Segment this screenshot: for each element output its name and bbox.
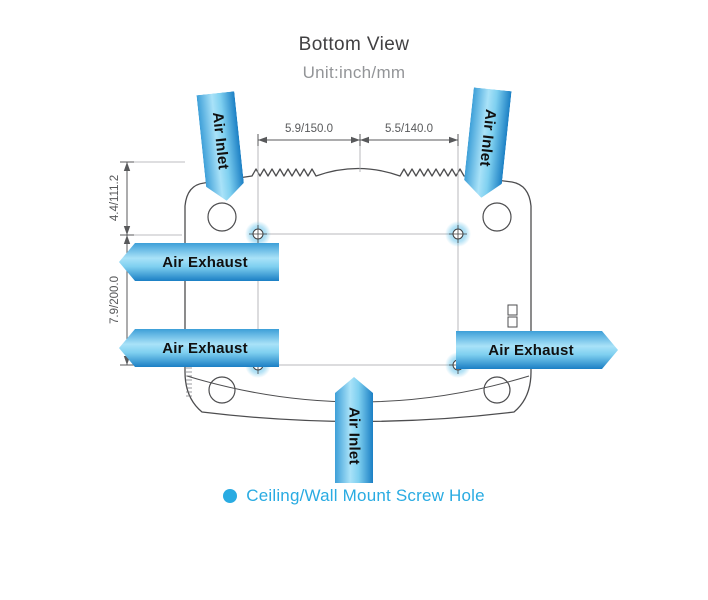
dim-label-horizontal-right: 5.5/140.0 <box>385 123 433 135</box>
screw-hole-dot-icon <box>223 489 238 503</box>
dimension-vertical: 4.4/111.2 7.9/200.0 <box>109 161 134 366</box>
air-inlet-arrow-bottom: Air Inlet <box>335 377 373 483</box>
air-inlet-label: Air Inlet <box>208 111 232 171</box>
dimension-horizontal: 5.9/150.0 5.5/140.0 <box>257 123 459 146</box>
header: Bottom View Unit:inch/mm <box>0 34 708 83</box>
screw-hole-grid <box>134 146 459 366</box>
screw-hole <box>245 221 271 247</box>
foot-circle <box>208 376 236 404</box>
air-exhaust-arrow-left-lower: Air Exhaust <box>119 329 279 367</box>
legend-label: Ceiling/Wall Mount Screw Hole <box>246 486 485 505</box>
screw-hole <box>445 221 471 247</box>
air-exhaust-label: Air Exhaust <box>162 253 248 271</box>
connector-detail <box>507 304 518 328</box>
air-exhaust-arrow-right: Air Exhaust <box>456 331 618 369</box>
dim-label-vertical-lower: 7.9/200.0 <box>109 276 121 324</box>
legend-item-screw-hole: Ceiling/Wall Mount Screw Hole <box>223 486 485 506</box>
air-inlet-label: Air Inlet <box>476 107 500 168</box>
foot-circle <box>483 376 511 404</box>
page-title: Bottom View <box>298 34 410 55</box>
dim-label-vertical-upper: 4.4/111.2 <box>109 175 121 221</box>
vent-comb-detail <box>186 367 192 397</box>
legend: Ceiling/Wall Mount Screw Hole <box>0 486 708 506</box>
air-exhaust-label: Air Exhaust <box>488 341 574 359</box>
unit-subtitle: Unit:inch/mm <box>302 63 406 82</box>
foot-circles <box>207 202 512 404</box>
dim-label-horizontal-left: 5.9/150.0 <box>285 123 333 135</box>
air-inlet-label: Air Inlet <box>345 407 363 465</box>
air-exhaust-label: Air Exhaust <box>162 339 248 357</box>
air-exhaust-arrow-left-upper: Air Exhaust <box>119 243 279 281</box>
foot-circle <box>482 202 512 232</box>
foot-circle <box>207 202 237 232</box>
